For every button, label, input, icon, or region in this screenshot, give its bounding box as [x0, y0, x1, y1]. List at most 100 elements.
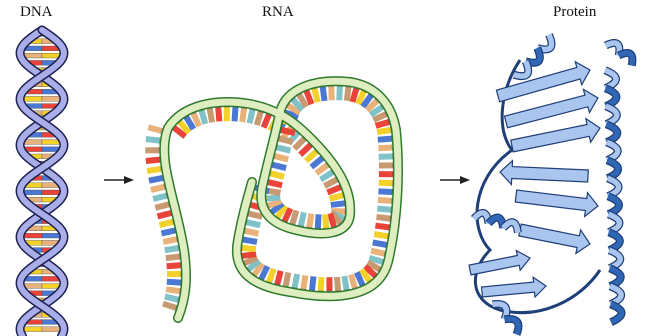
rna-base: [330, 195, 344, 199]
rna-base: [194, 113, 199, 126]
rna-base: [339, 86, 340, 100]
rna-base: [242, 108, 244, 122]
rna-base: [377, 209, 391, 210]
rna-base: [266, 198, 280, 199]
rna-base: [376, 217, 390, 219]
rna-base: [295, 274, 298, 288]
alpha-helix: [605, 70, 622, 322]
rna-base: [292, 210, 296, 223]
rna-base: [375, 226, 389, 228]
rna-base: [327, 187, 340, 192]
rna-base: [264, 115, 269, 128]
rna-base: [301, 212, 304, 226]
rna-base: [275, 156, 289, 159]
rna-base: [376, 122, 389, 126]
rna-base: [163, 304, 176, 308]
helix-turn: [611, 304, 622, 322]
beta-strand: [519, 224, 590, 253]
rna-base: [160, 222, 174, 225]
rna-base: [277, 271, 280, 285]
rna-base: [234, 107, 235, 121]
rna-base: [243, 240, 257, 242]
rna-base: [306, 91, 311, 104]
rna-base: [378, 139, 392, 140]
rna-base: [321, 172, 333, 180]
alpha-helix: [514, 35, 552, 76]
rna-base: [318, 214, 319, 228]
rna-base: [247, 222, 261, 225]
rna-base: [279, 139, 293, 142]
alpha-helix: [606, 43, 633, 66]
helix-turn: [489, 217, 504, 228]
protein-structure: [469, 35, 632, 335]
rna-base: [146, 139, 160, 141]
rna-base: [325, 214, 326, 228]
rna-base: [314, 89, 317, 103]
rna-base: [249, 213, 263, 216]
rna-base: [316, 165, 327, 173]
rna-base: [373, 242, 387, 245]
arrow-rna-to-protein: [440, 176, 470, 184]
rna-base: [242, 254, 256, 256]
rna-base: [331, 203, 345, 205]
rna-base: [324, 180, 336, 186]
helix-turn: [505, 319, 519, 334]
rna-strand: [145, 81, 398, 318]
rna-base: [218, 107, 219, 121]
arrow-dna-to-rna: [104, 176, 134, 184]
rna-base: [165, 297, 179, 300]
rna-base: [257, 112, 261, 125]
rna-base: [281, 130, 295, 133]
rna-base: [286, 272, 289, 286]
rna-base: [155, 204, 169, 207]
beta-strand: [469, 251, 530, 275]
rna-base: [331, 86, 332, 100]
rna-base: [303, 275, 305, 289]
dna-double-helix: [20, 30, 64, 336]
rna-base: [352, 88, 356, 101]
rna-base: [311, 158, 322, 167]
rna-base: [167, 282, 181, 283]
helix-turn: [619, 53, 633, 66]
rna-base: [167, 265, 181, 266]
rna-base: [166, 289, 180, 291]
rna-base: [377, 130, 391, 132]
rna-base: [309, 214, 311, 228]
rna-base: [157, 213, 171, 216]
helix-turn: [606, 43, 620, 56]
beta-strand: [500, 161, 588, 185]
rna-base: [166, 257, 180, 259]
rna-base: [148, 127, 161, 131]
rna-base: [161, 230, 175, 233]
rna-base: [374, 234, 388, 236]
rna-base: [300, 145, 310, 155]
rna-base: [306, 152, 316, 161]
beta-strand: [496, 62, 590, 102]
rna-base: [151, 187, 165, 190]
rna-base: [210, 109, 212, 123]
rna-base: [321, 277, 322, 291]
rna-base: [378, 200, 392, 201]
rna-base: [165, 248, 179, 250]
rna-base: [163, 239, 177, 242]
beta-strand: [515, 190, 598, 217]
rna-base: [378, 191, 392, 192]
rna-base: [269, 269, 274, 282]
rna-base: [270, 173, 284, 176]
rna-base: [277, 147, 291, 150]
rna-base: [268, 182, 282, 185]
rna-base: [245, 231, 259, 234]
rna-base: [330, 213, 334, 226]
beta-strand: [482, 277, 547, 297]
rna-base: [273, 165, 287, 168]
rna-base: [294, 139, 304, 149]
rna-base: [147, 169, 161, 171]
rna-base: [249, 110, 252, 124]
rna-base: [201, 110, 205, 123]
rna-base: [344, 276, 346, 290]
rna-base: [323, 87, 325, 101]
rna-base: [378, 148, 392, 149]
rna-base: [149, 178, 163, 181]
rna-base: [242, 248, 256, 249]
